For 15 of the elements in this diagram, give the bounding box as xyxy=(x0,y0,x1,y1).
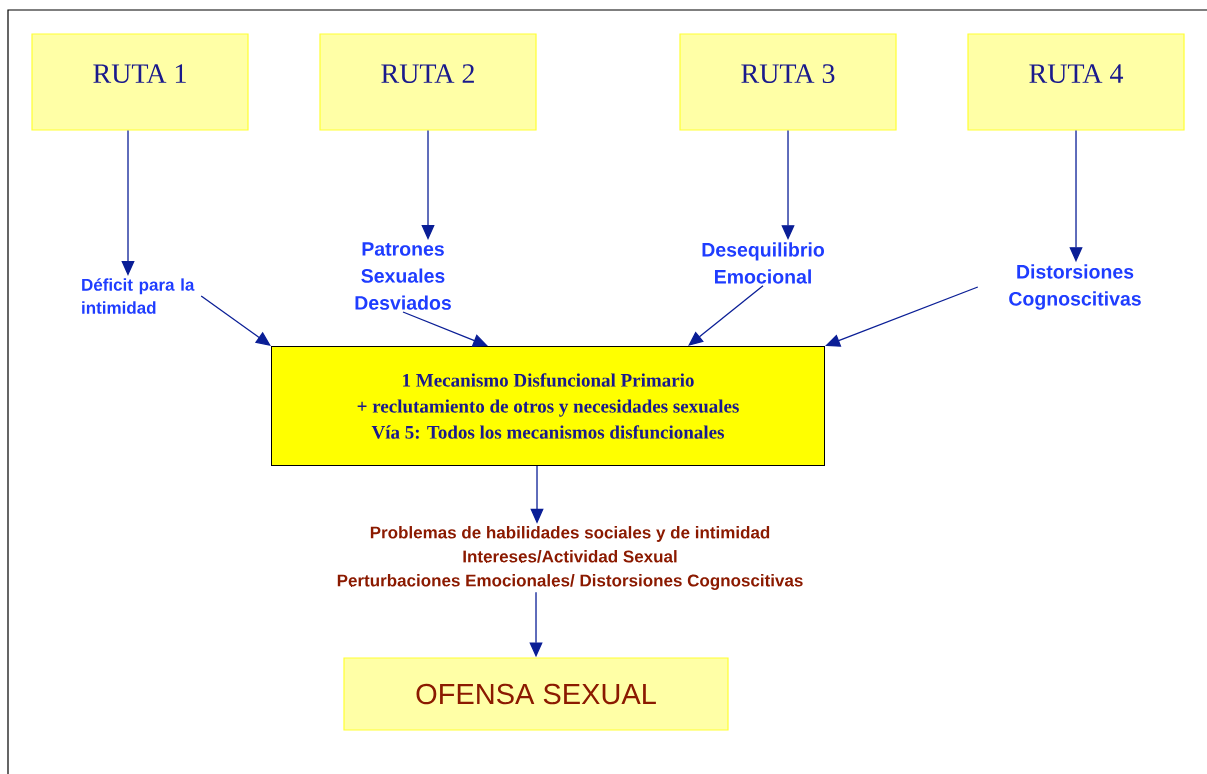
route-box: RUTA 4 xyxy=(967,33,1185,131)
factor-label: Patrones Sexuales Desviados xyxy=(355,242,451,310)
arrow xyxy=(688,285,764,346)
offense-box: OFENSA SEXUAL xyxy=(343,657,729,731)
factor-label: Distorsiones Cognoscitivas xyxy=(1009,264,1141,310)
arrow xyxy=(825,286,979,347)
route-box: RUTA 3 xyxy=(679,33,897,131)
factor-label: Déficit para la intimidad xyxy=(82,278,195,314)
route-box: RUTA 1 xyxy=(31,33,249,131)
route-box: RUTA 2 xyxy=(319,33,537,131)
arrow xyxy=(200,295,271,346)
problems-text: Problemas de habilidades sociales y de intimidad Intereses/Actividad Sexual Perturbaciones Emocionales/ Distorsiones Cognoscitivas xyxy=(337,526,803,590)
arrow xyxy=(402,311,488,347)
mechanism-box: 1 Mecanismo Disfuncional Primario + reclutamiento de otros y necesidades sexuales Vía 5: Todos los mecanismos disfuncionales xyxy=(271,346,825,466)
factor-label: Desequilibrio Emocional xyxy=(702,242,824,284)
